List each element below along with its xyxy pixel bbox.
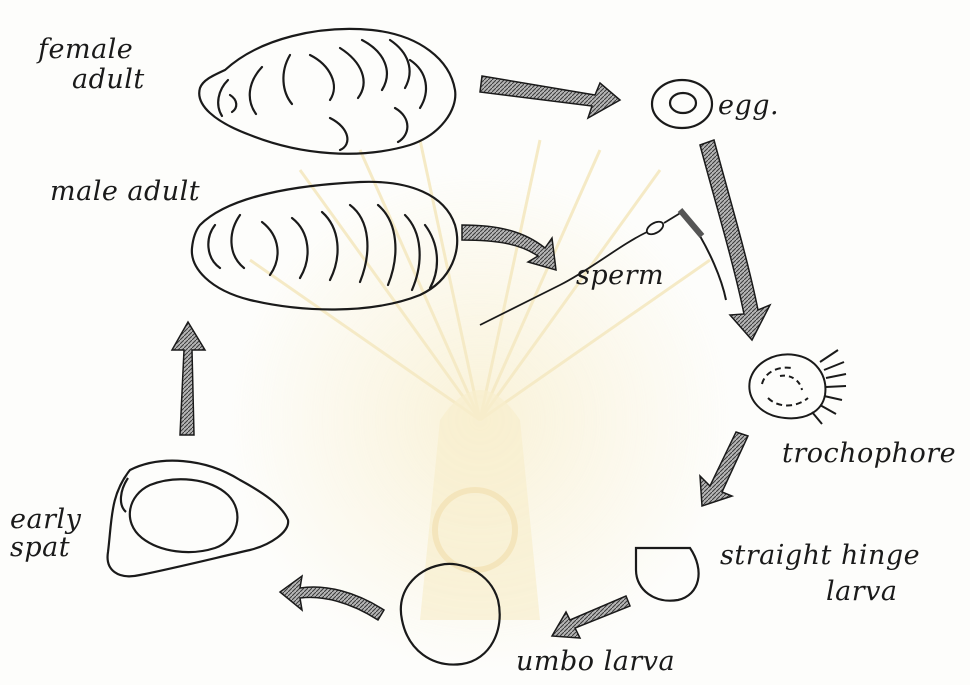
- arrow-spat-to-male: [172, 322, 205, 435]
- egg-drawing: [652, 80, 712, 128]
- label-sperm: sperm: [576, 262, 664, 290]
- female-adult-oyster: [199, 29, 455, 154]
- label-female-line2: adult: [72, 66, 145, 94]
- label-hinge-line2: larva: [826, 578, 898, 606]
- label-umbo-larva: umbo larva: [516, 648, 675, 676]
- label-male-adult: male adult: [50, 178, 200, 206]
- arrow-female-to-egg: [480, 76, 620, 118]
- trochophore-drawing: [749, 350, 846, 424]
- label-egg: egg.: [718, 92, 779, 120]
- label-hinge-line1: straight hinge: [720, 542, 920, 570]
- label-trochophore: trochophore: [782, 440, 956, 468]
- label-spat-line1: early: [10, 506, 81, 534]
- label-spat-line2: spat: [10, 534, 70, 562]
- label-female-line1: female: [38, 36, 133, 64]
